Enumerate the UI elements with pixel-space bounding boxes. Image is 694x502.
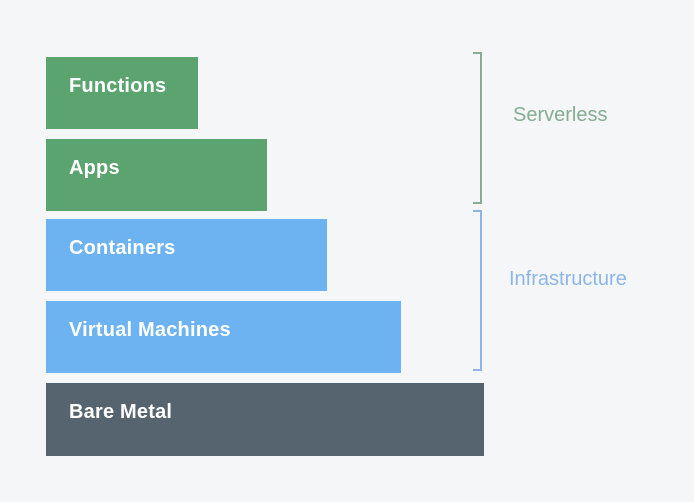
layer-label-apps: Apps	[69, 156, 120, 179]
layer-label-bare-metal: Bare Metal	[69, 401, 173, 423]
serverless-group-bracket	[473, 52, 482, 204]
layer-bar-apps: Apps	[46, 139, 267, 211]
layer-bar-virtual-machines: Virtual Machines	[46, 301, 401, 373]
layer-label-virtual-machines: Virtual Machines	[69, 318, 231, 341]
layer-label-containers: Containers	[69, 236, 176, 259]
layer-bar-functions: Functions	[46, 57, 198, 129]
layer-label-functions: Functions	[69, 74, 167, 97]
layer-bar-bare-metal: Bare Metal	[46, 383, 484, 456]
layer-bar-containers: Containers	[46, 219, 327, 291]
infrastructure-group-label: Infrastructure	[509, 268, 627, 290]
serverless-group-label: Serverless	[513, 104, 608, 126]
infrastructure-group-bracket	[473, 210, 482, 371]
